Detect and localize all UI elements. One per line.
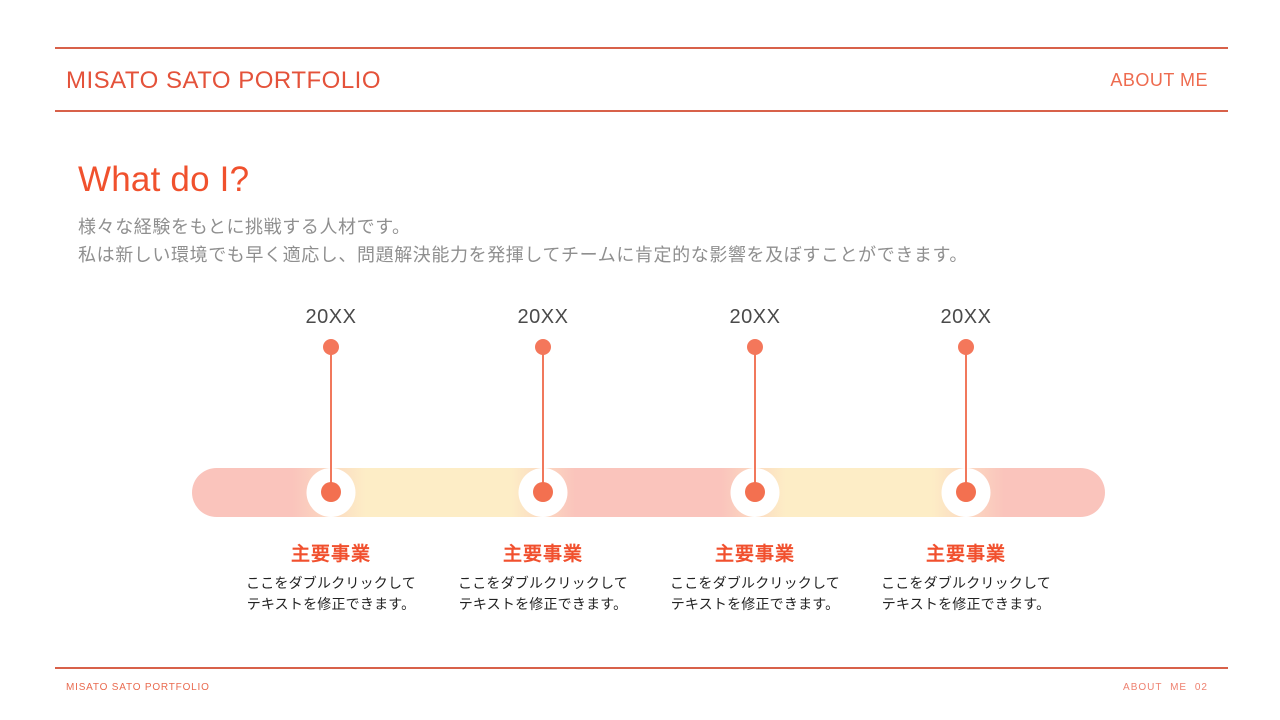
stem-line (542, 350, 544, 493)
stem-line (965, 350, 967, 493)
slide-title: What do I? (78, 160, 250, 199)
milestone-desc[interactable]: ここをダブルクリックして テキストを修正できます。 (433, 573, 653, 615)
stem-line (754, 350, 756, 493)
node-dot-icon (956, 482, 976, 502)
milestone-column-1: 20XX 主要事業 ここをダブルクリックして テキストを修正できます。 (221, 306, 441, 636)
milestone-heading: 主要事業 (925, 544, 1006, 565)
header-section-label: ABOUT ME (1110, 70, 1208, 90)
milestone-column-3: 20XX 主要事業 ここをダブルクリックして テキストを修正できます。 (645, 306, 865, 636)
year-label: 20XX (517, 306, 569, 328)
milestone-column-2: 20XX 主要事業 ここをダブルクリックして テキストを修正できます。 (433, 306, 653, 636)
milestone-desc[interactable]: ここをダブルクリックして テキストを修正できます。 (645, 573, 865, 615)
pin-dot-icon (747, 339, 763, 355)
milestone-desc-line-2[interactable]: テキストを修正できます。 (246, 596, 416, 612)
milestone-desc[interactable]: ここをダブルクリックして テキストを修正できます。 (856, 573, 1076, 615)
header-title: MISATO SATO PORTFOLIO (66, 67, 381, 94)
footer-page-label: ABOUT ME 02 (1123, 682, 1208, 693)
intro-line-1: 様々な経験をもとに挑戦する人材です。 (78, 217, 411, 237)
year-label: 20XX (729, 306, 781, 328)
year-label: 20XX (305, 306, 357, 328)
milestone-desc-line-1[interactable]: ここをダブルクリックして (246, 575, 416, 591)
year-label: 20XX (940, 306, 992, 328)
node-dot-icon (321, 482, 341, 502)
intro-line-2: 私は新しい環境でも早く適応し、問題解決能力を発揮してチームに肯定的な影響を及ぼす… (78, 245, 968, 265)
milestone-desc-line-1[interactable]: ここをダブルクリックして (458, 575, 628, 591)
milestone-desc-line-1[interactable]: ここをダブルクリックして (881, 575, 1051, 591)
pin-dot-icon (535, 339, 551, 355)
header-bottom-rule (55, 110, 1228, 112)
pin-dot-icon (323, 339, 339, 355)
milestone-desc-line-2[interactable]: テキストを修正できます。 (458, 596, 628, 612)
milestone-heading: 主要事業 (714, 544, 795, 565)
node-dot-icon (745, 482, 765, 502)
milestone-desc-line-1[interactable]: ここをダブルクリックして (670, 575, 840, 591)
milestone-desc[interactable]: ここをダブルクリックして テキストを修正できます。 (221, 573, 441, 615)
milestone-desc-line-2[interactable]: テキストを修正できます。 (670, 596, 840, 612)
milestone-heading: 主要事業 (290, 544, 371, 565)
header-top-rule (55, 47, 1228, 49)
node-dot-icon (533, 482, 553, 502)
footer-left-text: MISATO SATO PORTFOLIO (66, 682, 210, 693)
milestone-desc-line-2[interactable]: テキストを修正できます。 (881, 596, 1051, 612)
footer-rule (55, 667, 1228, 669)
milestone-heading: 主要事業 (502, 544, 583, 565)
milestone-column-4: 20XX 主要事業 ここをダブルクリックして テキストを修正できます。 (856, 306, 1076, 636)
stem-line (330, 350, 332, 493)
pin-dot-icon (958, 339, 974, 355)
